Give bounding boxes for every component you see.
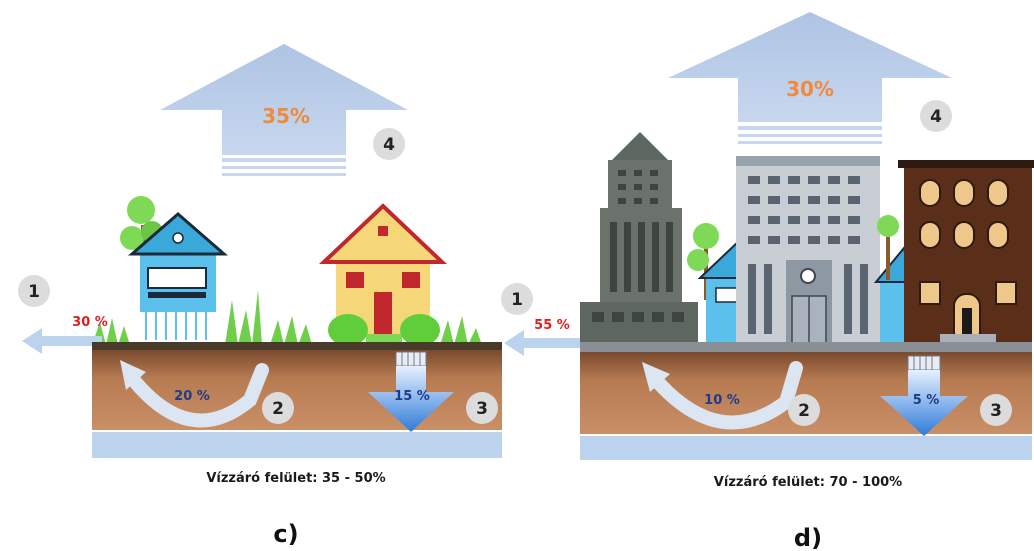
badge-3: 3 [980, 394, 1012, 426]
ground-surface [580, 342, 1032, 352]
impervious-surface-caption: Vízzáró felület: 35 - 50% [206, 471, 385, 486]
badge-2: 2 [788, 394, 820, 426]
svg-text:4: 4 [383, 135, 395, 155]
shallow-infiltration-percent: 10 % [704, 393, 740, 408]
svg-text:3: 3 [476, 399, 488, 419]
runoff-percent: 30 % [72, 315, 108, 330]
runoff-percent: 55 % [534, 318, 570, 333]
brick-building-icon [898, 160, 1034, 346]
svg-text:1: 1 [28, 282, 40, 302]
storm-drain-icon [395, 351, 427, 367]
evaporation-arrow [668, 12, 952, 144]
svg-text:4: 4 [930, 107, 942, 127]
svg-text:2: 2 [272, 399, 284, 419]
storm-drain-icon [907, 355, 941, 371]
badge-1: 1 [501, 283, 533, 315]
badge-4: 4 [920, 100, 952, 132]
deep-infiltration-percent: 5 % [913, 393, 940, 408]
tree-icon [687, 223, 719, 300]
badge-2: 2 [262, 392, 294, 424]
svg-text:3: 3 [990, 401, 1002, 421]
deep-infiltration-arrow [880, 370, 968, 436]
grass [92, 290, 482, 346]
badge-3: 3 [466, 392, 498, 424]
panel-label-d: d) [794, 524, 822, 551]
evaporation-arrow [160, 44, 408, 176]
shallow-infiltration-arrow [120, 360, 269, 428]
badge-4: 4 [373, 128, 405, 160]
runoff-arrow [504, 330, 580, 356]
office-building-icon [736, 156, 880, 347]
ground-surface [92, 342, 502, 350]
blue-house-icon [127, 212, 229, 340]
evaporation-percent: 30% [786, 77, 834, 101]
svg-text:2: 2 [798, 401, 810, 421]
skyscraper-icon [580, 132, 698, 342]
evaporation-percent: 35% [262, 104, 310, 128]
panel-label-c: c) [273, 520, 298, 548]
shallow-infiltration-percent: 20 % [174, 389, 210, 404]
badge-1: 1 [18, 275, 50, 307]
shallow-infiltration-arrow [642, 361, 803, 430]
deep-infiltration-percent: 15 % [394, 389, 430, 404]
soil-layer [92, 350, 502, 430]
deep-infiltration-arrow [368, 366, 454, 432]
svg-text:1: 1 [511, 290, 523, 310]
panel-c: 35% 4 [18, 44, 502, 548]
panel-d: 30% 4 [501, 12, 1034, 551]
impervious-surface-caption: Vízzáró felület: 70 - 100% [714, 475, 902, 490]
runoff-arrow [22, 328, 102, 354]
groundwater-layer [92, 432, 502, 458]
groundwater-layer [580, 436, 1032, 460]
